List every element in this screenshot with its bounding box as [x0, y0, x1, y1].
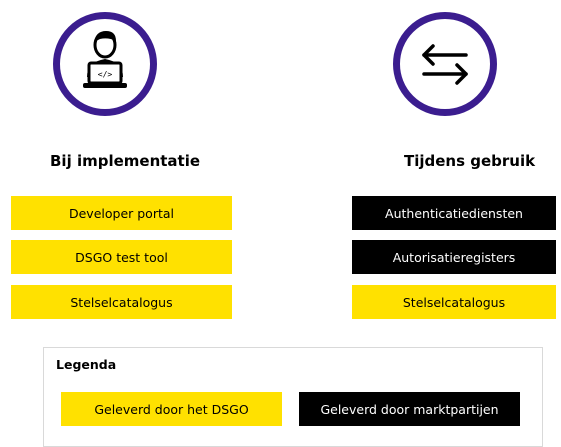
left-item-developer-portal: Developer portal — [11, 196, 232, 230]
right-item-authenticatiediensten: Authenticatiediensten — [352, 196, 556, 230]
exchange-icon-circle — [393, 12, 497, 116]
exchange-arrows-icon — [422, 44, 468, 85]
right-item-stelselcatalogus: Stelselcatalogus — [352, 285, 556, 319]
legend-dsgo-swatch: Geleverd door het DSGO — [61, 392, 282, 426]
left-item-stelselcatalogus: Stelselcatalogus — [11, 285, 232, 319]
right-item-autorisatieregisters: Autorisatieregisters — [352, 240, 556, 274]
developer-icon-circle: </> — [53, 12, 157, 116]
left-item-dsgo-test-tool: DSGO test tool — [11, 240, 232, 274]
legend-title: Legenda — [56, 357, 117, 372]
developer-laptop-icon: </> — [83, 31, 127, 88]
legend-market-swatch: Geleverd door marktpartijen — [299, 392, 520, 426]
left-heading: Bij implementatie — [50, 152, 201, 170]
legend: Legenda Geleverd door het DSGO Geleverd … — [43, 347, 543, 447]
right-heading: Tijdens gebruik — [404, 152, 536, 170]
svg-text:</>: </> — [98, 70, 113, 79]
